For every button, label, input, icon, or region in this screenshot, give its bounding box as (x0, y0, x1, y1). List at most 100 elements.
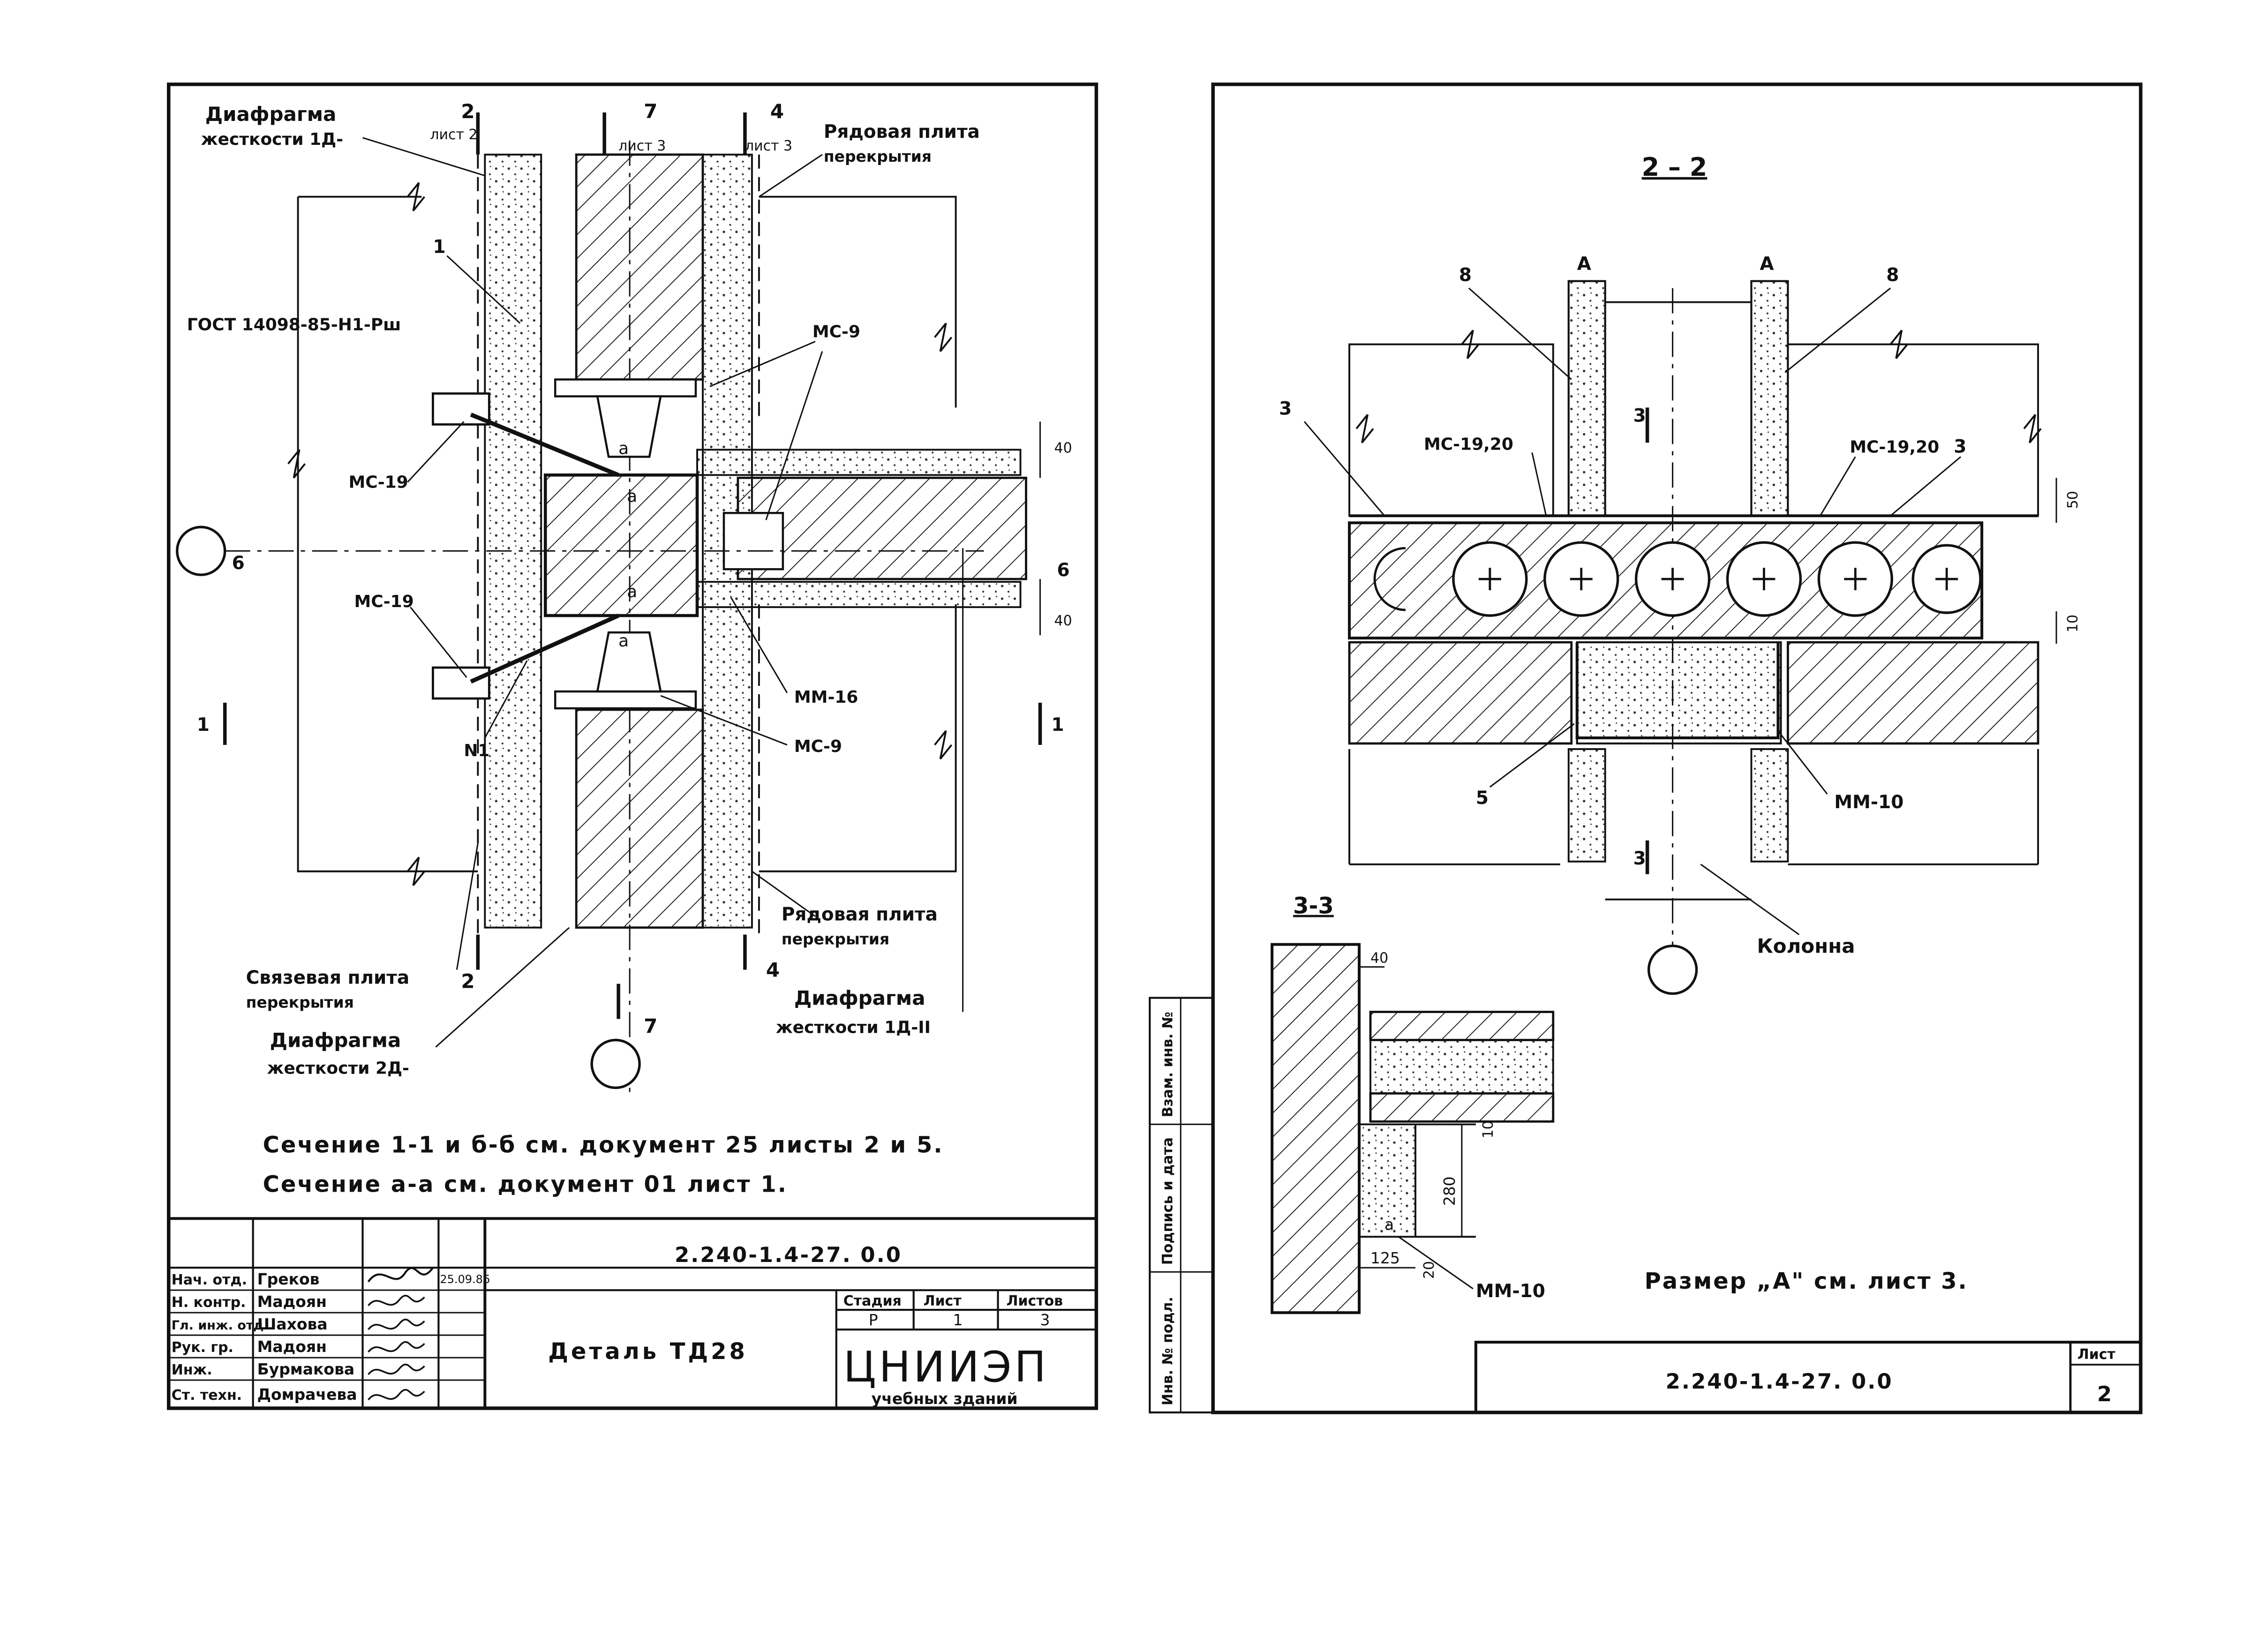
handwritten-signature (368, 1341, 425, 1353)
lower-slab-left (1348, 641, 1573, 745)
staff-role: Ст. техн. (172, 1387, 242, 1404)
dim-20: 20 (1421, 1261, 1437, 1279)
section-2-sheet-ref: лист 2 (430, 127, 477, 143)
callout-8-right: 8 (1886, 265, 1899, 286)
embedded-plate-bottom (554, 690, 697, 710)
title-sheet-header: Лист (924, 1293, 962, 1309)
drawing-title: Деталь ТД28 (548, 1338, 748, 1365)
break-symbol (1889, 330, 1908, 359)
label-row-slab-bottom-line2: перекрытия (782, 930, 889, 948)
label-gost: ГОСТ 14098-85-Н1-Рш (187, 315, 401, 335)
staff-name: Мадоян (257, 1292, 327, 1311)
dim-40-bottom: 40 (1054, 613, 1072, 629)
leader-line (1531, 452, 1547, 516)
diaphragm-wall-left-band (484, 153, 542, 929)
label-tie-slab-line2: перекрытия (246, 993, 354, 1012)
side-stamp-label: Подпись и дата (1159, 1137, 1176, 1265)
leader-line (410, 607, 467, 678)
left-sheet: Диафрагма жесткости 1Д- 2 лист 2 7 лист … (167, 83, 1098, 1410)
break-symbol (287, 449, 306, 479)
org-name: ЦНИИЭП (843, 1343, 1049, 1392)
section-1-label-right: 1 (1052, 714, 1064, 736)
callout-ms1920-right: МС-19,20 (1850, 437, 1939, 457)
staff-name: Греков (257, 1270, 320, 1288)
section-3-label-bottom: 3 (1633, 848, 1646, 869)
section-6-label-right: 6 (1057, 560, 1069, 581)
label-diaphragm-1d-line1: Диафрагма (205, 103, 337, 126)
axis-marker-circle (176, 526, 226, 576)
title-sheet-header-right: Лист (2077, 1346, 2116, 1363)
label-tie-slab-line1: Связевая плита (246, 968, 410, 989)
staff-role: Инж. (172, 1362, 212, 1378)
break-symbol (406, 856, 425, 886)
staff-role: Рук. гр. (172, 1339, 233, 1356)
label-a-mid1: а (627, 487, 637, 506)
section-7-label-top: 7 (644, 100, 657, 123)
leader-line (1398, 1236, 1474, 1290)
dim-10: 10 (2065, 615, 2081, 632)
hollow-cores (1373, 541, 1982, 617)
break-symbol (934, 730, 953, 760)
slab-top-right (1787, 343, 2039, 517)
slab-top-left (1348, 343, 1554, 517)
side-stamp-label: Инв. № подл. (1159, 1297, 1176, 1405)
label-a-3-3: а (1384, 1215, 1394, 1233)
dim-40-3-3: 40 (1370, 950, 1388, 967)
label-a-bottom: а (618, 631, 629, 651)
staff-role: Н. контр. (172, 1294, 246, 1311)
callout-mm16: ММ-16 (794, 688, 858, 707)
leader-line (456, 843, 479, 970)
label-diaphragm-1d2-line1: Диафрагма (794, 987, 925, 1010)
leader-line (1489, 723, 1575, 788)
axis-marker-circle (1647, 944, 1698, 995)
diaphragm-right (1750, 280, 1789, 517)
column-3-3 (1271, 943, 1361, 1314)
callout-8-left: 8 (1459, 265, 1472, 286)
dim-280: 280 (1440, 1176, 1459, 1206)
signature-date: 25.09.86 (440, 1273, 490, 1286)
leader-line (1820, 456, 1856, 517)
joint-fill (1576, 641, 1782, 745)
label-column: Колонна (1757, 935, 1855, 958)
break-symbol (2023, 414, 2042, 443)
title-sheets-header: Листов (1007, 1293, 1063, 1309)
row-slab-joint-fill (696, 581, 1022, 608)
ms19-bar-bottom (470, 614, 619, 684)
staff-name: Шахова (257, 1315, 328, 1333)
title-strip (1474, 1341, 2142, 1414)
leader-line (1890, 456, 1962, 517)
side-stamp-label: Взам. инв. № (1159, 1012, 1176, 1117)
callout-ms9-top: МС-9 (812, 323, 860, 342)
lower-slab-right (1787, 641, 2039, 745)
dim-125: 125 (1370, 1249, 1400, 1267)
section-2-2-title: 2 – 2 (1642, 152, 1707, 182)
note-size-a: Размер „А" см. лист 3. (1645, 1268, 1968, 1294)
note-1: Сечение 1-1 и б-б см. документ 25 листы … (263, 1132, 944, 1158)
slab-3-3-bottom (1369, 1092, 1555, 1123)
dim-10-3-3: 10 (1480, 1120, 1497, 1138)
title-block (167, 1217, 1098, 1410)
slab-3-3-core (1369, 1039, 1554, 1095)
title-stage-value: Р (869, 1311, 878, 1329)
label-diaphragm-2d-line2: жесткости 2Д- (267, 1059, 409, 1078)
label-diaphragm-2d-line1: Диафрагма (270, 1029, 401, 1052)
mm10-bent-bar (1575, 642, 1780, 739)
callout-n1: N1 (464, 741, 489, 760)
section-4-label-bottom: 4 (766, 959, 780, 982)
slab-3-3-top (1369, 1011, 1555, 1041)
callout-ms19-bottom: МС-19 (354, 592, 414, 611)
plus-icon (1478, 568, 1958, 591)
handwritten-signature (367, 1267, 434, 1283)
leader-line (1700, 864, 1800, 935)
embedded-detail-ms9-top (596, 395, 662, 458)
staff-name: Домрачева (257, 1385, 357, 1404)
embedded-detail-ms9-bottom (596, 631, 662, 693)
label-row-slab-bottom-line1: Рядовая плита (782, 904, 938, 925)
leader-line (709, 341, 816, 387)
break-symbol (1461, 330, 1480, 359)
dim-50: 50 (2065, 491, 2081, 509)
half-core-icon (1373, 547, 1406, 611)
label-row-slab-top-line1: Рядовая плита (824, 121, 980, 143)
column-lower (575, 708, 704, 929)
